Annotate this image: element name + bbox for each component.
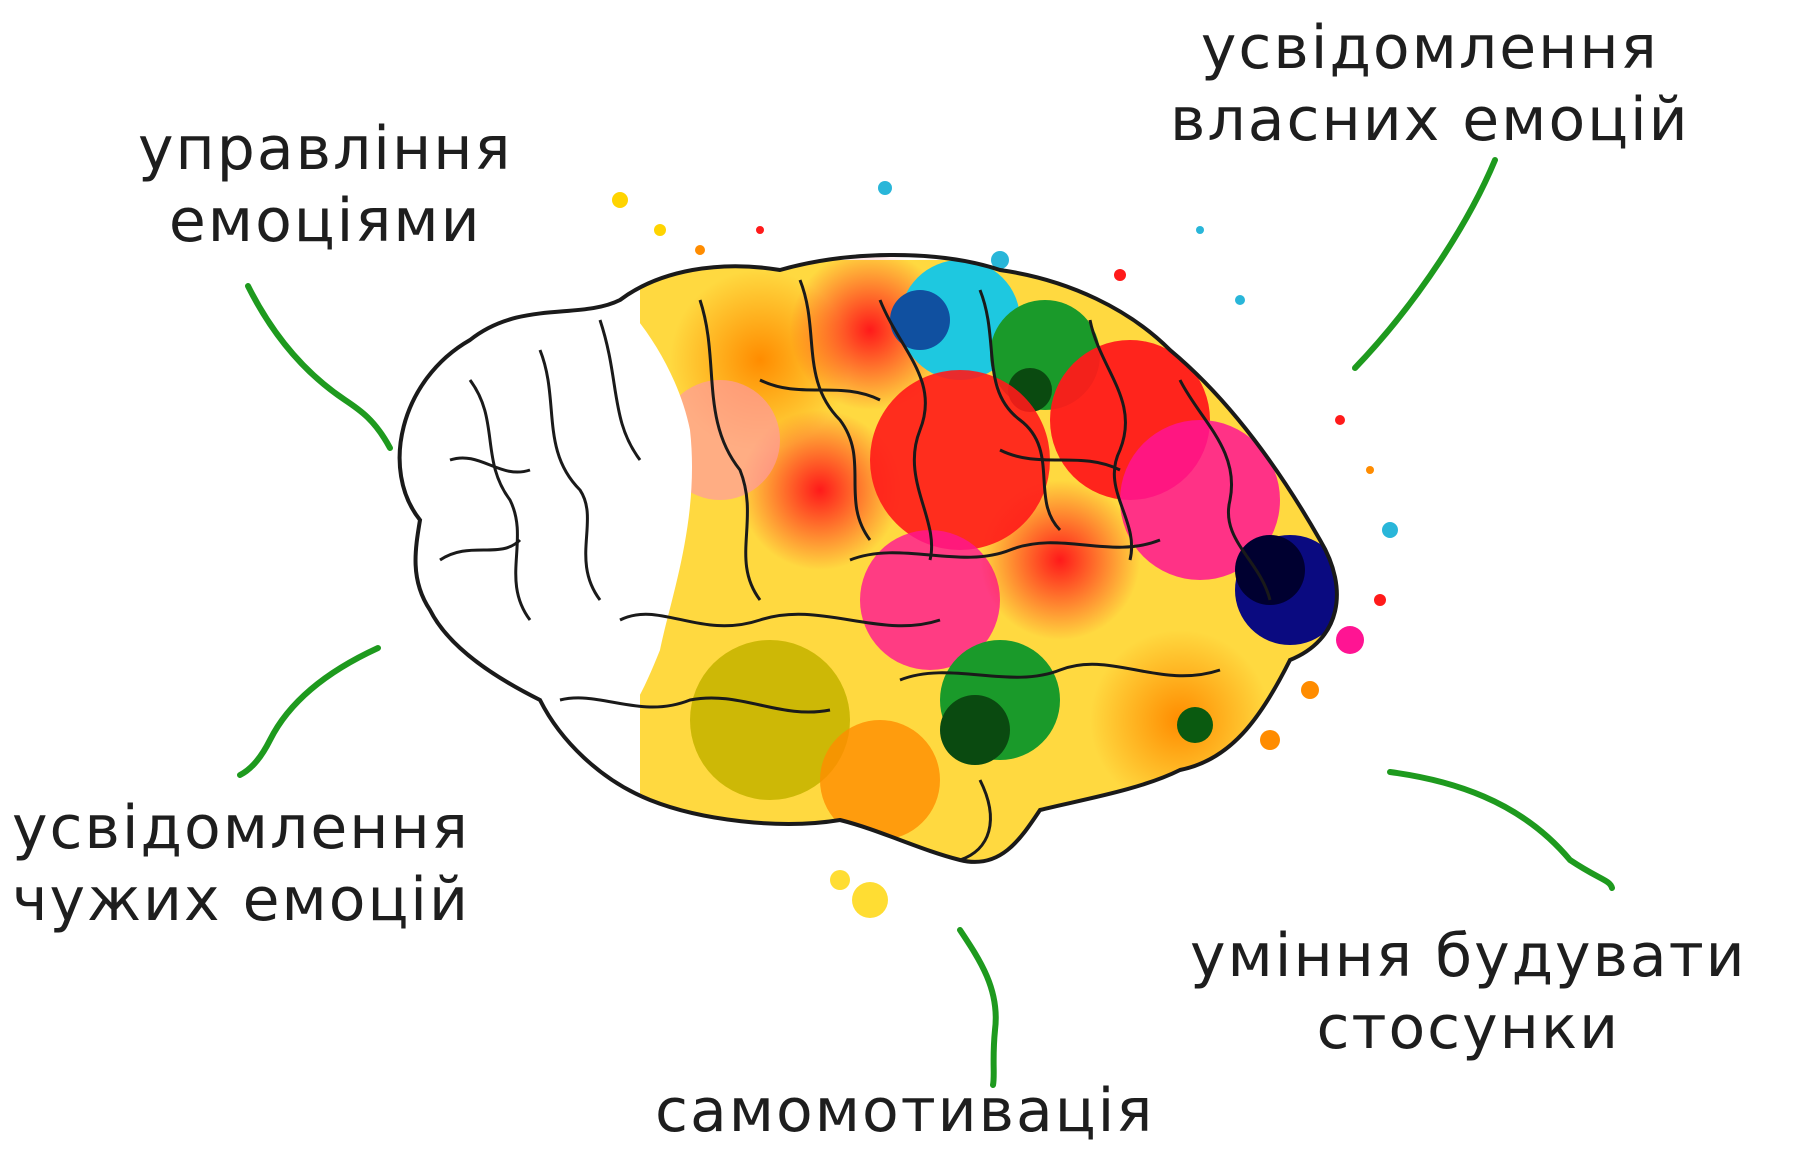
connector-relationships — [1390, 772, 1612, 888]
label-emotion-management: управління емоціями — [138, 113, 513, 257]
label-self-awareness: усвідомлення власних емоцій — [1170, 12, 1690, 156]
label-self-motivation-line1: самомотивація — [655, 1075, 1154, 1147]
label-relationships-line2: стосунки — [1190, 992, 1747, 1064]
label-others-awareness-line2: чужих емоцій — [12, 864, 470, 936]
label-self-awareness-line1: усвідомлення — [1170, 12, 1690, 84]
connector-self-motivation — [960, 930, 996, 1085]
label-relationships: уміння будувати стосунки — [1190, 920, 1747, 1064]
label-others-awareness: усвідомлення чужих емоцій — [12, 792, 470, 936]
label-self-motivation: самомотивація — [655, 1075, 1154, 1147]
connector-self-awareness — [1355, 160, 1495, 368]
connector-others-awareness — [240, 648, 378, 775]
label-others-awareness-line1: усвідомлення — [12, 792, 470, 864]
label-relationships-line1: уміння будувати — [1190, 920, 1747, 992]
label-emotion-management-line1: управління — [138, 113, 513, 185]
label-self-awareness-line2: власних емоцій — [1170, 84, 1690, 156]
label-emotion-management-line2: емоціями — [138, 185, 513, 257]
connector-emotion-management — [248, 286, 390, 448]
